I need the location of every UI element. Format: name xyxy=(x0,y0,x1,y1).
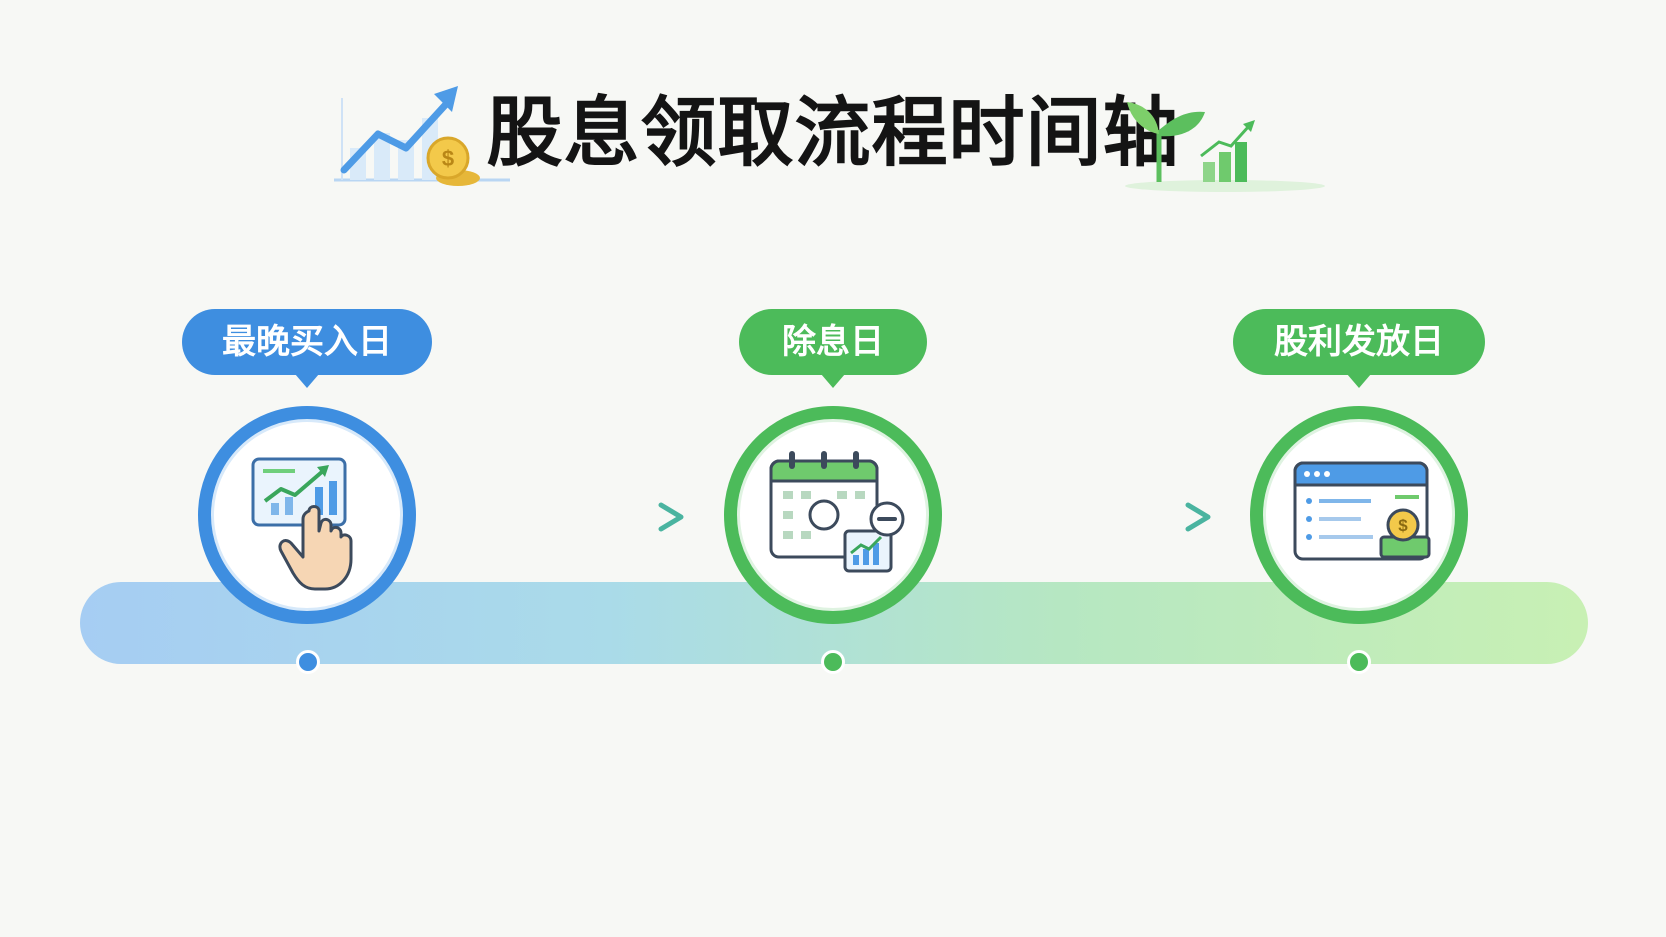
svg-text:$: $ xyxy=(442,146,454,171)
step-node-ex-dividend-day xyxy=(724,406,942,624)
step-node-payout-day: $ xyxy=(1250,406,1468,624)
calendar-minus-icon xyxy=(769,451,905,573)
timeline-dot-2 xyxy=(821,650,845,674)
step-node-last-buy-day xyxy=(198,406,416,624)
page-title: 股息领取流程时间轴 xyxy=(486,88,1180,177)
svg-text:$: $ xyxy=(1398,516,1408,535)
timeline-dot-3 xyxy=(1347,650,1371,674)
step-label-ex-dividend-day: 除息日 xyxy=(739,309,927,388)
hand-touch-chart-icon xyxy=(251,457,353,591)
arrow-right-icon xyxy=(457,502,684,532)
step-label-payout-day: 股利发放日 xyxy=(1233,309,1485,388)
timeline-dot-1 xyxy=(296,650,320,674)
growth-chart-coins-icon: $ xyxy=(334,86,510,186)
arrow-right-icon xyxy=(984,502,1211,532)
sprout-chart-icon xyxy=(1125,102,1325,192)
payout-window-icon: $ xyxy=(1293,461,1431,561)
step-label-last-buy-day: 最晚买入日 xyxy=(182,309,432,388)
